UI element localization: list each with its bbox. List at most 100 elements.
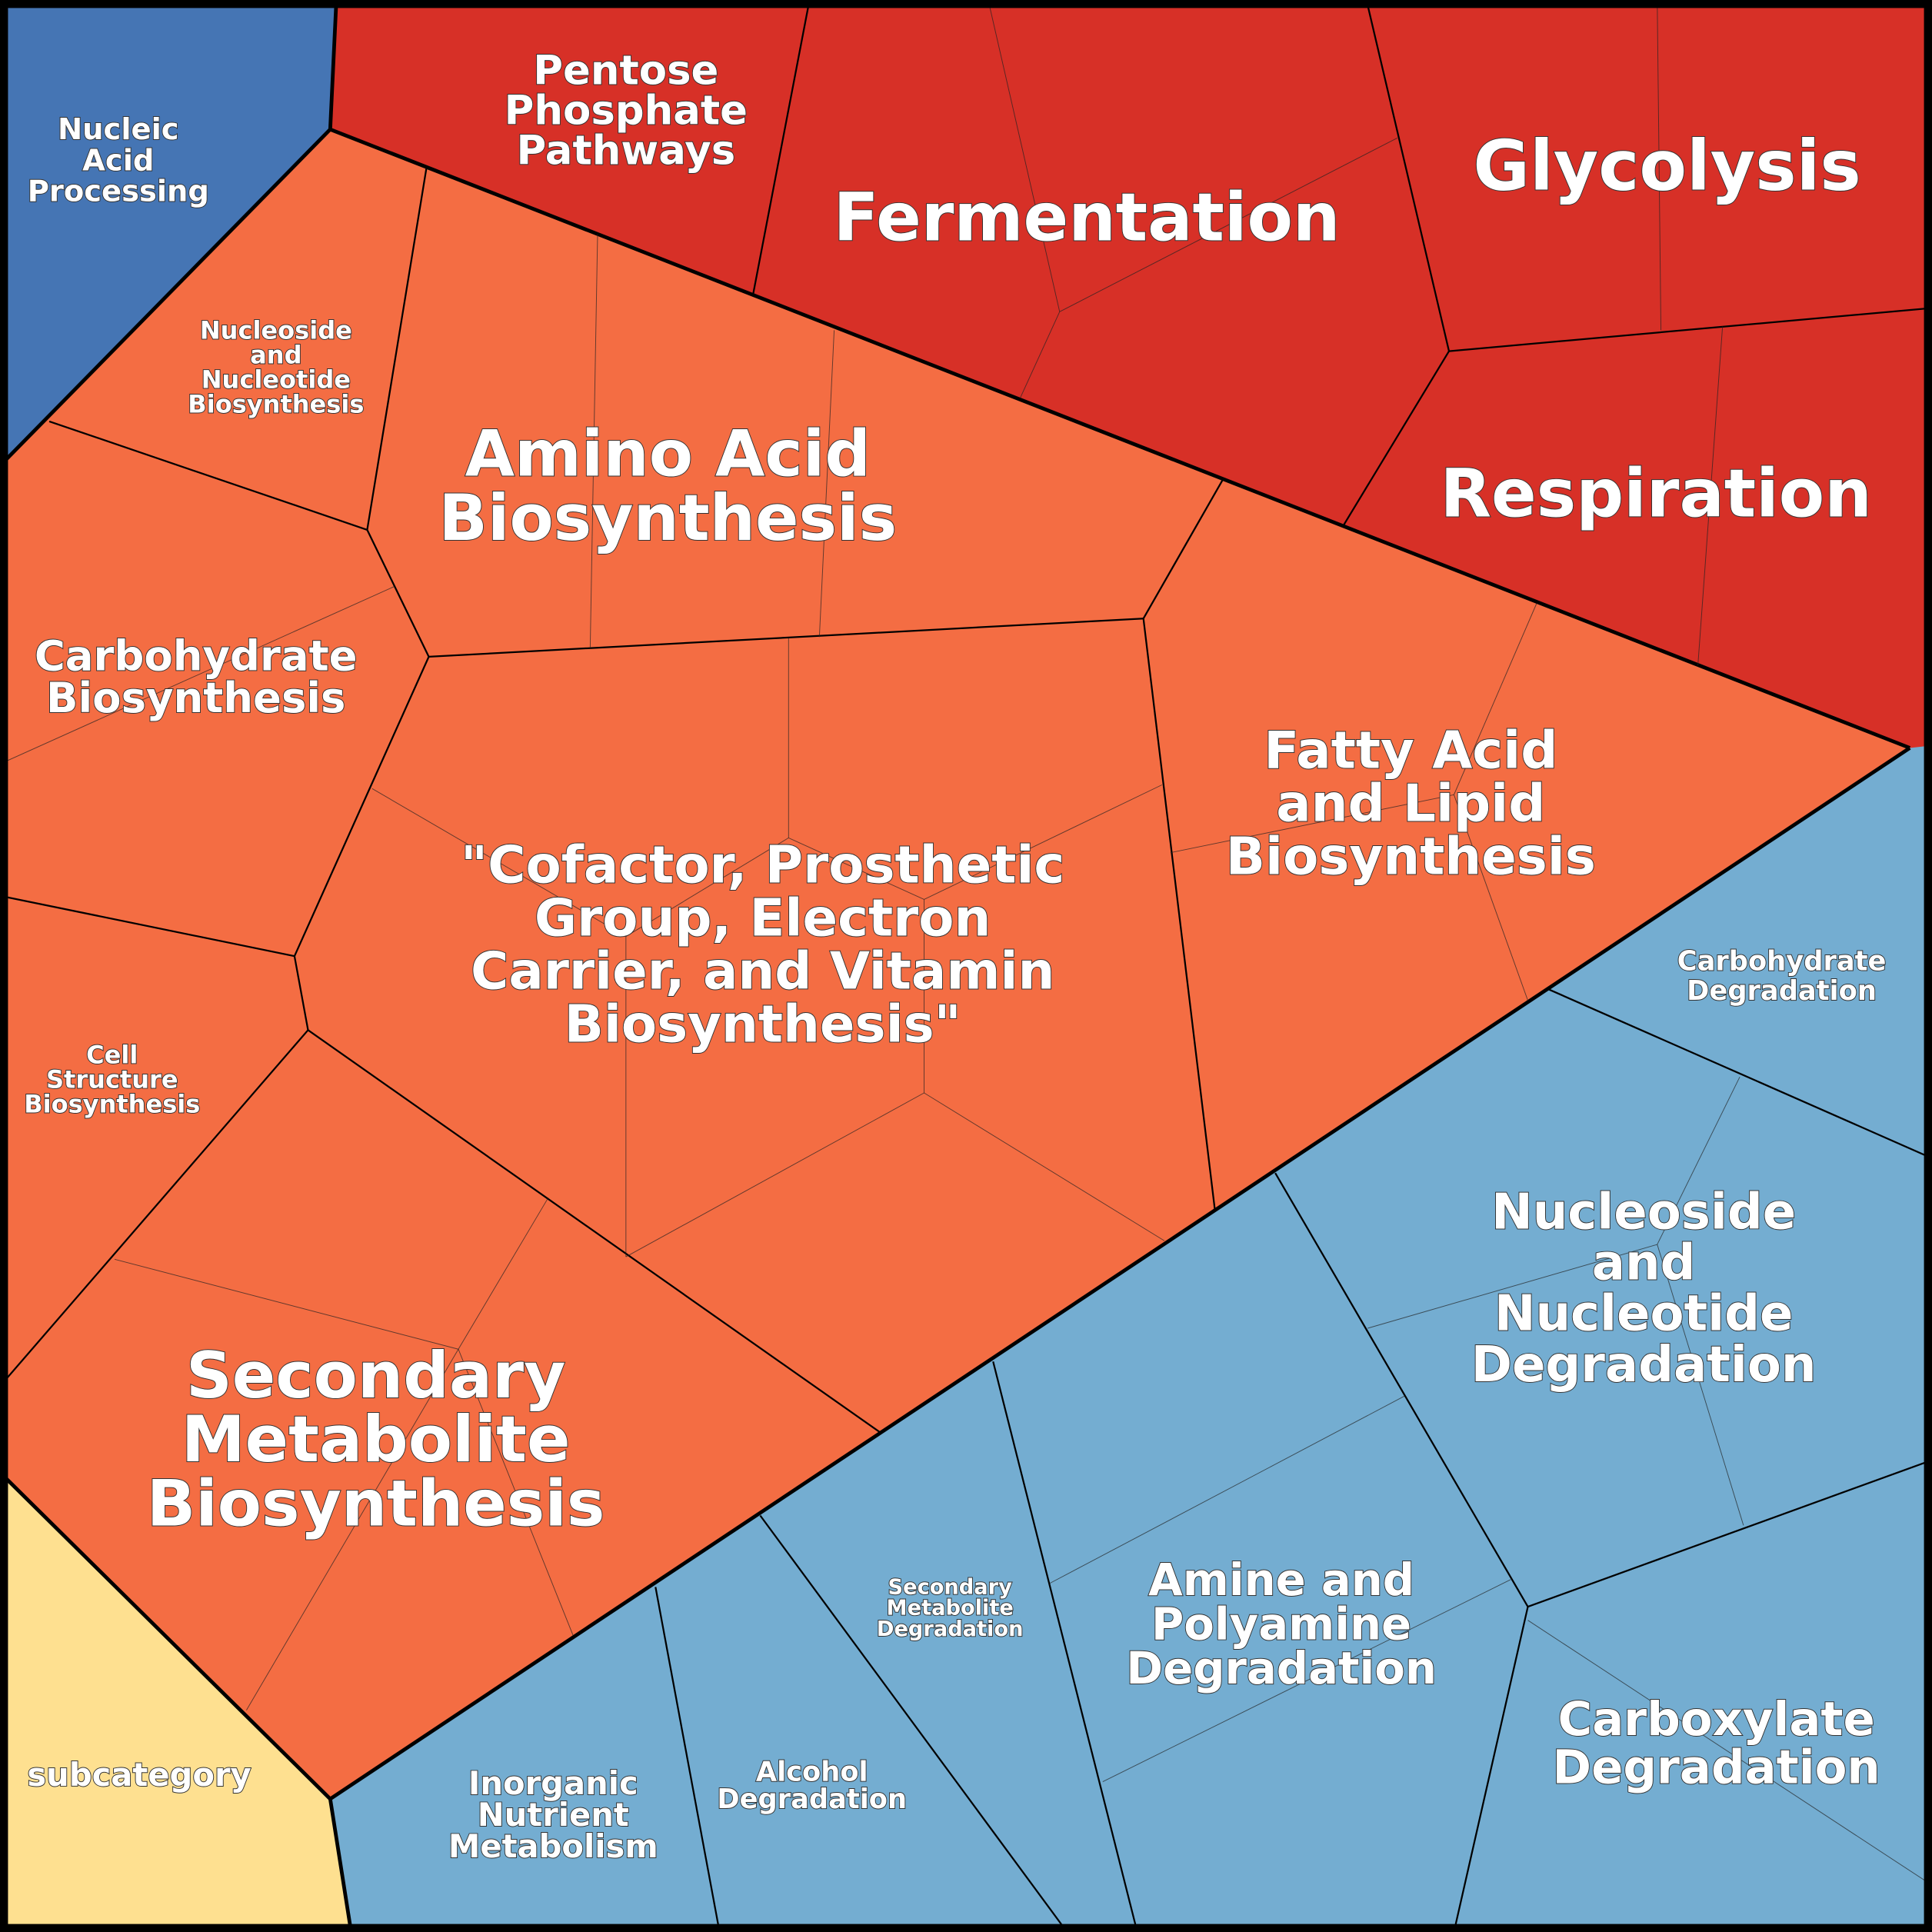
cell-border	[818, 330, 835, 638]
label-fermentation: Fermentation	[833, 180, 1340, 257]
cell-border	[428, 618, 1144, 658]
label-line: Degradation	[1553, 1740, 1880, 1794]
label-line: Processing	[28, 174, 209, 208]
label-line: Carbohydrate	[1677, 945, 1887, 977]
cell-border	[0, 1471, 332, 1800]
label-line: and	[1592, 1235, 1696, 1292]
cell-border	[293, 656, 430, 957]
label-line: Degradation	[877, 1617, 1024, 1641]
label-line: Biosynthesis	[46, 673, 345, 722]
region-subcategory	[0, 1472, 351, 1932]
label-line: Acid	[82, 143, 154, 178]
cell-border	[759, 1514, 1068, 1932]
label-line: Nucleoside	[200, 315, 352, 345]
cell-border	[751, 0, 811, 296]
cell-border	[1059, 138, 1397, 312]
cell-border	[328, 1798, 353, 1932]
cell-border	[788, 837, 924, 900]
label-line: Metabolite	[182, 1402, 571, 1477]
cell-border	[1448, 307, 1932, 352]
cell-border	[655, 1587, 721, 1932]
cell-border	[458, 1197, 549, 1350]
cell-border	[329, 127, 1911, 750]
label-line: Biosynthesis	[1226, 826, 1596, 886]
cell-border	[458, 1349, 574, 1636]
cell-border	[1020, 311, 1061, 398]
cell-border	[924, 784, 1162, 900]
cell-border	[329, 746, 1911, 1800]
cell-border	[1142, 618, 1216, 1211]
label-line: Carrier, and Vitamin	[471, 941, 1054, 1001]
cell-border	[924, 1092, 1165, 1241]
cell-border	[1367, 1244, 1657, 1329]
label-line: Secondary	[888, 1575, 1013, 1599]
label-line: Glycolysis	[1473, 126, 1860, 206]
label-line: Fatty Acid	[1264, 721, 1557, 781]
cell-border	[625, 1092, 924, 1257]
cell-border	[1102, 1579, 1511, 1782]
region-nucleic-acid-processing	[0, 0, 337, 466]
label-line: "Cofactor, Prosthetic	[461, 835, 1064, 895]
label-line: Polyamine	[1151, 1597, 1411, 1650]
cell-border	[328, 0, 338, 130]
region-degradation	[330, 745, 1932, 1932]
label-line: Secondary	[186, 1337, 566, 1412]
label-line: Pathways	[516, 127, 735, 174]
cell-border	[1697, 326, 1724, 666]
label-line: Fermentation	[833, 180, 1340, 257]
cell-border	[1142, 480, 1224, 619]
cell-border	[1657, 1076, 1740, 1245]
cell-border	[1527, 1459, 1932, 1608]
cell-border	[1453, 794, 1528, 1001]
label-line: and	[250, 340, 301, 369]
cell-border	[0, 1029, 309, 1387]
label-line: Nucleoside	[1491, 1184, 1796, 1241]
label-subcategory: subcategory	[27, 1755, 251, 1793]
cell-border	[988, 0, 1061, 312]
label-line: Amine and	[1148, 1554, 1414, 1606]
cell-border	[589, 234, 598, 648]
label-line: Phosphate	[505, 87, 748, 134]
label-line: Amino Acid	[465, 416, 871, 491]
cell-border	[1453, 603, 1537, 795]
cell-border	[293, 955, 309, 1031]
label-line: Nucleotide	[1494, 1286, 1794, 1343]
label-line: Metabolism	[448, 1827, 658, 1864]
cell-border	[1170, 794, 1454, 854]
cell-border	[114, 1258, 459, 1350]
label-line: Cell	[86, 1040, 138, 1069]
label-line: Biosynthesis	[188, 389, 364, 418]
label-line: Inorganic	[468, 1764, 638, 1802]
label-line: Alcohol	[756, 1756, 868, 1787]
label-line: Degradation	[717, 1783, 907, 1814]
cell-border	[1657, 1244, 1744, 1526]
label-line: Nucleic	[58, 112, 179, 147]
cell-border	[1342, 351, 1450, 527]
cell-border	[307, 1029, 882, 1434]
label-line: Group, Electron	[535, 888, 991, 948]
cell-border	[245, 1348, 459, 1710]
region-energy	[330, 0, 1932, 748]
cell-border	[1049, 1395, 1405, 1584]
label-line: Degradation	[1687, 975, 1877, 1007]
label-line: Nucleotide	[202, 365, 351, 394]
cell-border	[0, 128, 332, 468]
label-line: Biosynthesis"	[565, 994, 961, 1054]
cell-border	[1274, 1172, 1529, 1607]
label-line: Metabolite	[887, 1596, 1014, 1620]
